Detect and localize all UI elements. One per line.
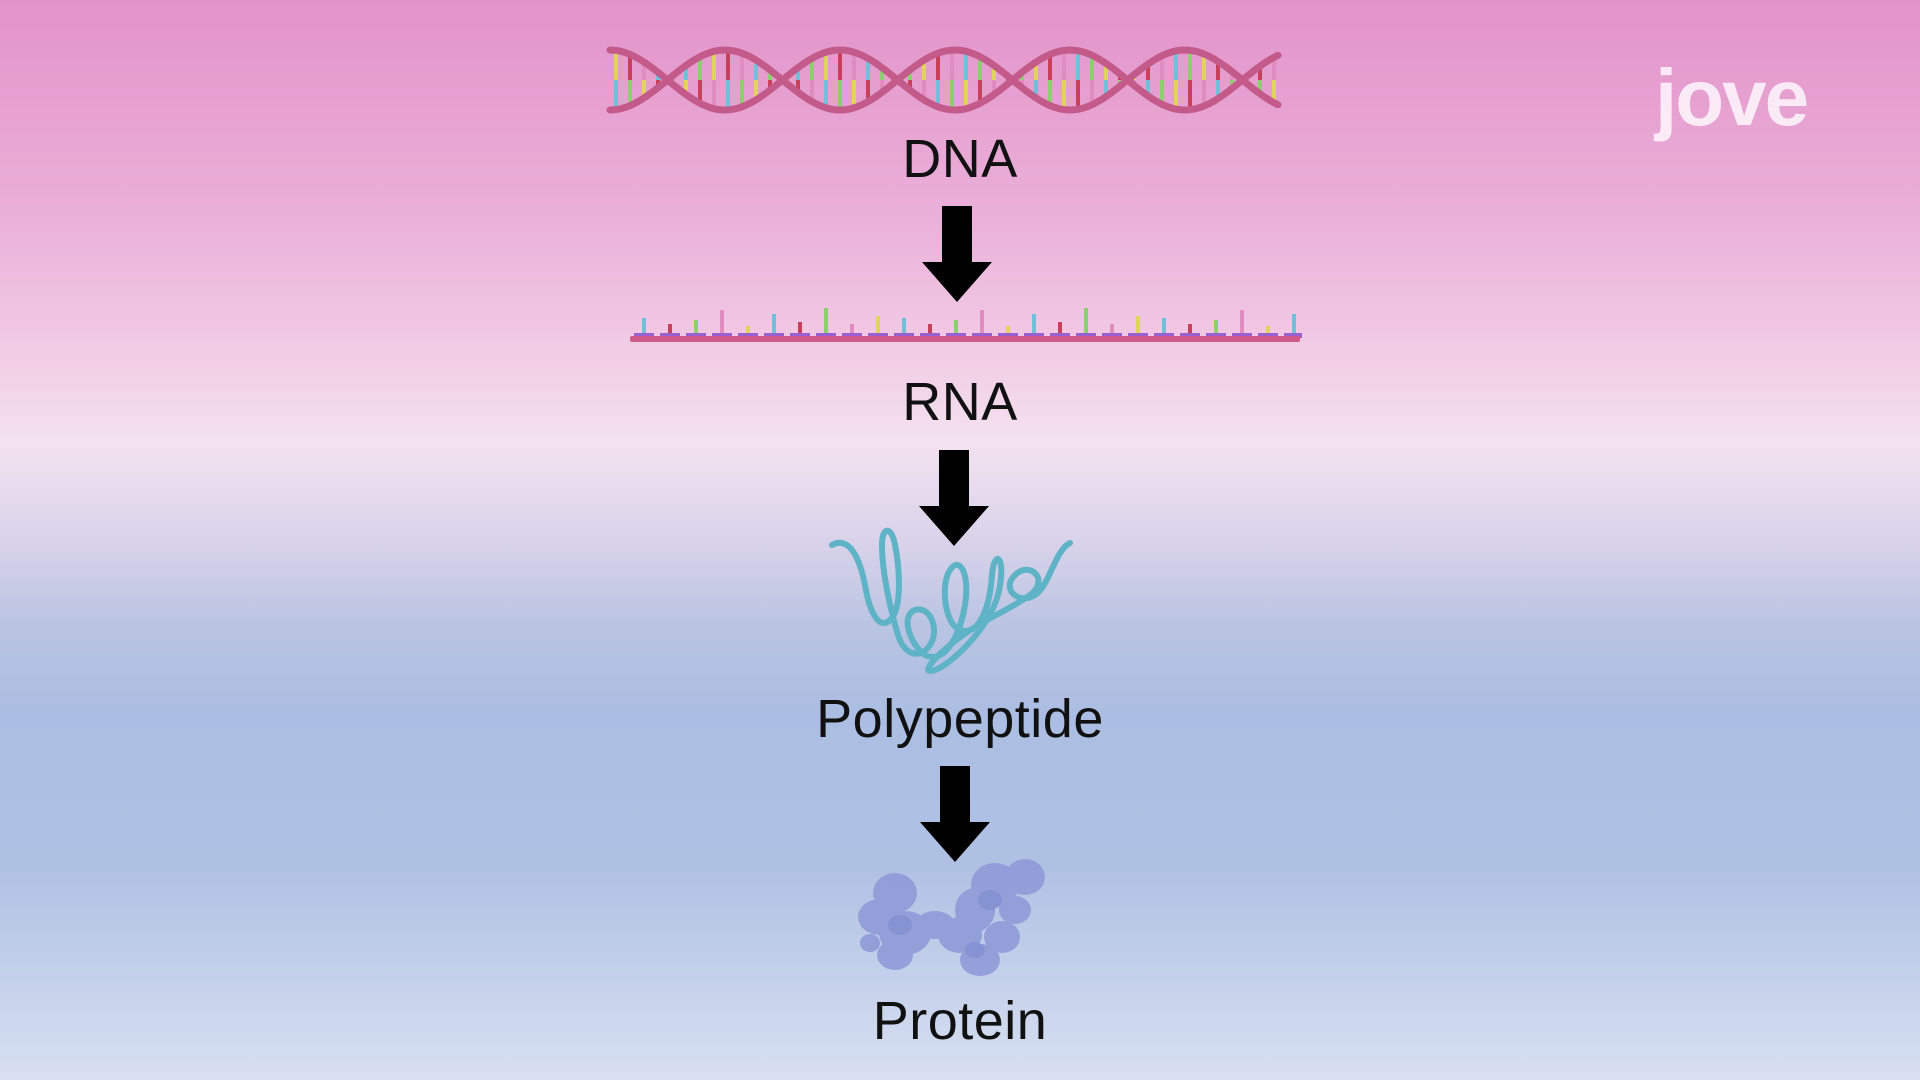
polypeptide-chain-icon — [829, 527, 1073, 674]
dna-backbone — [606, 46, 1282, 114]
rna-sugar — [868, 333, 888, 338]
rna-sugar — [1102, 333, 1122, 338]
rna-base — [1032, 314, 1036, 336]
rna-sugar — [634, 333, 654, 338]
rna-sugar — [816, 333, 836, 338]
rna-base — [1110, 324, 1114, 336]
polypeptide-label: Polypeptide — [816, 689, 1104, 749]
jove-logo-text: jove — [1655, 53, 1809, 142]
rna-base — [980, 310, 984, 336]
rna-sugar — [842, 333, 862, 338]
rna-base — [1058, 322, 1062, 336]
protein-label: Protein — [872, 991, 1048, 1051]
rna-sugar — [738, 333, 758, 338]
rna-label: RNA — [902, 372, 1018, 432]
rna-base — [876, 316, 880, 336]
dna-helix-icon — [606, 46, 1282, 114]
down-arrow-icon — [920, 766, 990, 862]
rna-base — [642, 318, 646, 336]
rna-base — [1266, 326, 1270, 336]
rna-sugar — [972, 333, 992, 338]
rna-sugar — [998, 333, 1018, 338]
dna-backbone — [606, 46, 1282, 114]
rna-sugar — [686, 333, 706, 338]
rna-sugar — [790, 333, 810, 338]
rna-base — [772, 314, 776, 336]
rna-sugar — [1050, 333, 1070, 338]
rna-base — [902, 318, 906, 336]
rna-base — [1006, 326, 1010, 336]
rna-sugar — [1024, 333, 1044, 338]
rna-base — [694, 320, 698, 336]
rna-base — [1084, 308, 1088, 336]
down-arrow-icon — [922, 206, 992, 302]
rna-strand-icon — [630, 308, 1302, 342]
rna-sugar — [1180, 333, 1200, 338]
rna-sugar — [1232, 333, 1252, 338]
jove-logo: jove — [1655, 52, 1809, 144]
rna-base — [954, 320, 958, 336]
protein-blob-icon — [858, 859, 1045, 976]
rna-base — [1292, 314, 1296, 336]
rna-sugar — [1258, 333, 1278, 338]
rna-sugar — [660, 333, 680, 338]
rna-sugar — [1076, 333, 1096, 338]
rna-sugar — [1128, 333, 1148, 338]
rna-base — [1162, 318, 1166, 336]
rna-sugar — [920, 333, 940, 338]
rna-sugar — [764, 333, 784, 338]
rna-base — [928, 324, 932, 336]
rna-base — [1214, 320, 1218, 336]
rna-base — [798, 322, 802, 336]
dna-label: DNA — [902, 129, 1018, 189]
down-arrow-icon — [919, 450, 989, 546]
rna-base — [720, 310, 724, 336]
rna-base — [824, 308, 828, 336]
rna-base — [746, 326, 750, 336]
rna-base — [668, 324, 672, 336]
rna-sugar — [1284, 333, 1302, 338]
rna-sugar — [946, 333, 966, 338]
rna-base — [850, 324, 854, 336]
rna-sugar — [712, 333, 732, 338]
rna-base — [1136, 316, 1140, 336]
rna-sugar — [1154, 333, 1174, 338]
rna-base — [1188, 324, 1192, 336]
rna-sugar — [1206, 333, 1226, 338]
rna-sugar — [894, 333, 914, 338]
rna-base — [1240, 310, 1244, 336]
